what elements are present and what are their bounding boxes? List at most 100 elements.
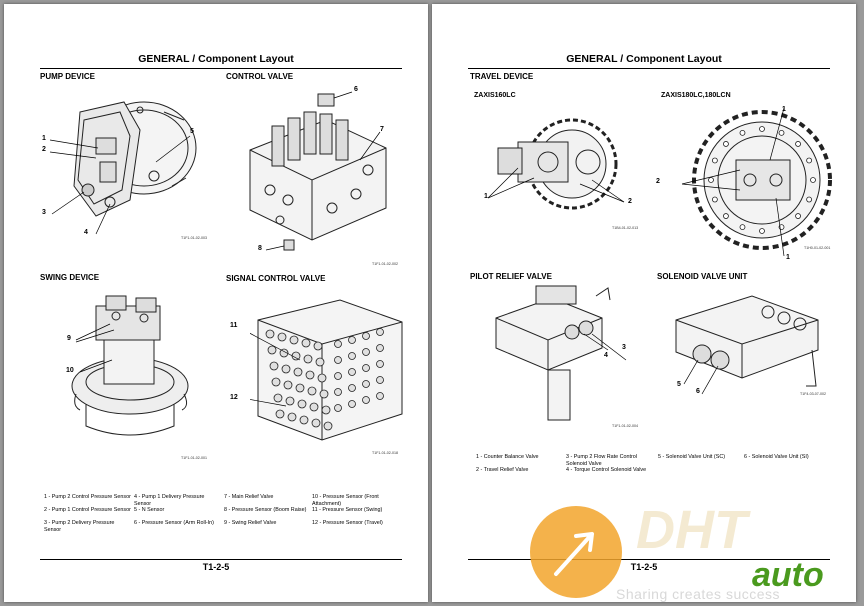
bolt <box>795 141 801 147</box>
swing-device-diagram <box>71 295 189 436</box>
travel180-figure-code: T1H0-01-02-001 <box>804 246 831 250</box>
signal-port <box>307 386 317 396</box>
callout-11: 11 <box>230 322 238 329</box>
page-header-title: GENERAL / Component Layout <box>566 53 722 65</box>
left-page: GENERAL / Component Layout PUMP DEVICE C… <box>4 4 428 602</box>
legend-item: 9 - Swing Relief Valve <box>224 520 277 526</box>
pump-device-heading: PUMP DEVICE <box>40 72 95 81</box>
signal-port <box>362 364 370 372</box>
travel160-figure-code: T1B4-01-02-013 <box>612 226 639 230</box>
pump-figure-code: T1F1-01-02-003 <box>181 236 207 240</box>
footer-rule <box>468 559 830 560</box>
signal-port <box>303 354 313 364</box>
callout-r1a: 1 <box>484 193 488 200</box>
callout-r1b: 1 <box>782 106 786 113</box>
signal-port <box>362 332 370 340</box>
right-page: GENERAL / Component Layout TRAVEL DEVICE… <box>432 4 856 602</box>
signal-port <box>348 336 356 344</box>
signal-port <box>376 344 384 352</box>
legend-item: 4 - Pump 1 Delivery Pressure Sensor <box>134 494 205 507</box>
watermark-suffix: auto <box>752 556 824 594</box>
callout-9: 9 <box>67 335 71 342</box>
swing-figure-code: T1F1-01-02-001 <box>181 456 207 460</box>
control-figure-code: T1F1-01-02-002 <box>372 262 398 266</box>
signal-port <box>287 412 297 422</box>
dht-watermark-logo: DHT <box>530 500 751 598</box>
signal-figure-code: T1F1-01-02-018 <box>372 451 398 455</box>
travel-device-180-diagram <box>681 107 832 257</box>
legend-item: 2 - Travel Relief Valve <box>476 467 529 473</box>
signal-port <box>309 402 319 412</box>
callout-1: 1 <box>42 135 46 142</box>
callout-8: 8 <box>258 245 262 252</box>
signal-port <box>334 388 342 396</box>
signal-control-valve-heading: SIGNAL CONTROL VALVE <box>226 274 326 283</box>
legend-item: 3 - Pump 2 Flow Rate Control Solenoid Va… <box>566 454 638 467</box>
bolt <box>739 129 746 136</box>
callout-r4: 4 <box>604 352 608 359</box>
travel-device-heading: TRAVEL DEVICE <box>470 72 534 81</box>
signal-port <box>376 392 384 400</box>
signal-port <box>281 364 291 374</box>
signal-port <box>334 356 342 364</box>
callout-5: 5 <box>190 128 194 135</box>
signal-port <box>334 404 342 412</box>
signal-port <box>348 368 356 376</box>
signal-port <box>348 384 356 392</box>
signal-port <box>323 421 333 431</box>
signal-control-valve-diagram <box>250 299 403 441</box>
legend-item: 12 - Pressure Sensor (Travel) <box>312 520 383 526</box>
footer-rule <box>40 559 402 560</box>
legend-item: 1 - Pump 2 Control Pressure Sensor <box>44 494 131 500</box>
signal-port <box>348 400 356 408</box>
legend-item: 5 - N Sensor <box>134 507 165 513</box>
bolt <box>759 126 765 132</box>
signal-port <box>348 352 356 360</box>
signal-port <box>293 367 303 377</box>
signal-port <box>273 393 283 403</box>
watermark-tagline: Sharing creates success <box>616 586 781 602</box>
signal-port <box>376 376 384 384</box>
right-page-number: T1-2-5 <box>630 562 658 572</box>
swing-device-heading: SWING DEVICE <box>40 273 100 282</box>
bolt <box>708 177 714 183</box>
callout-r2a: 2 <box>628 198 632 205</box>
callout-2: 2 <box>42 146 46 153</box>
signal-port <box>317 373 327 383</box>
signal-port <box>376 328 384 336</box>
callout-r3: 3 <box>622 344 626 351</box>
bolt <box>711 196 718 203</box>
legend-item: 3 - Pump 2 Delivery Pressure Sensor <box>44 520 115 533</box>
signal-port <box>362 380 370 388</box>
signal-port <box>265 329 275 339</box>
signal-port <box>305 370 315 380</box>
signal-port <box>334 372 342 380</box>
header-rule <box>40 68 402 69</box>
legend-item: 11 - Pressure Sensor (Swing) <box>312 507 383 513</box>
signal-port <box>289 335 299 345</box>
callout-7: 7 <box>380 126 384 133</box>
bolt <box>810 177 816 183</box>
legend-item: 4 - Torque Control Solenoid Valve <box>566 467 647 473</box>
callout-3: 3 <box>42 209 46 216</box>
control-valve-diagram <box>249 91 387 251</box>
pilot-figure-code: T1F1-01-02-004 <box>612 424 638 428</box>
signal-port <box>334 340 342 348</box>
left-page-number: T1-2-5 <box>202 562 230 572</box>
signal-port <box>279 348 289 358</box>
legend-item: 10 - Pressure Sensor (Front Attachment) <box>312 494 379 507</box>
signal-port <box>269 361 279 371</box>
right-legend: 1 - Counter Balance Valve 2 - Travel Rel… <box>476 454 836 490</box>
signal-port <box>321 405 331 415</box>
signal-port <box>311 418 321 428</box>
legend-item: 6 - Solenoid Valve Unit (SI) <box>744 454 809 460</box>
bolt <box>795 213 801 219</box>
callout-12: 12 <box>230 394 238 401</box>
legend-item: 7 - Main Relief Valve <box>224 494 274 500</box>
callout-4: 4 <box>84 229 88 236</box>
zaxis180-subtitle: ZAXIS180LC,180LCN <box>661 92 731 99</box>
legend-item: 2 - Pump 1 Control Pressure Sensor <box>44 507 131 513</box>
signal-port <box>275 409 285 419</box>
solenoid-figure-code: T1F4-03-07-002 <box>800 392 826 396</box>
signal-port <box>299 415 309 425</box>
